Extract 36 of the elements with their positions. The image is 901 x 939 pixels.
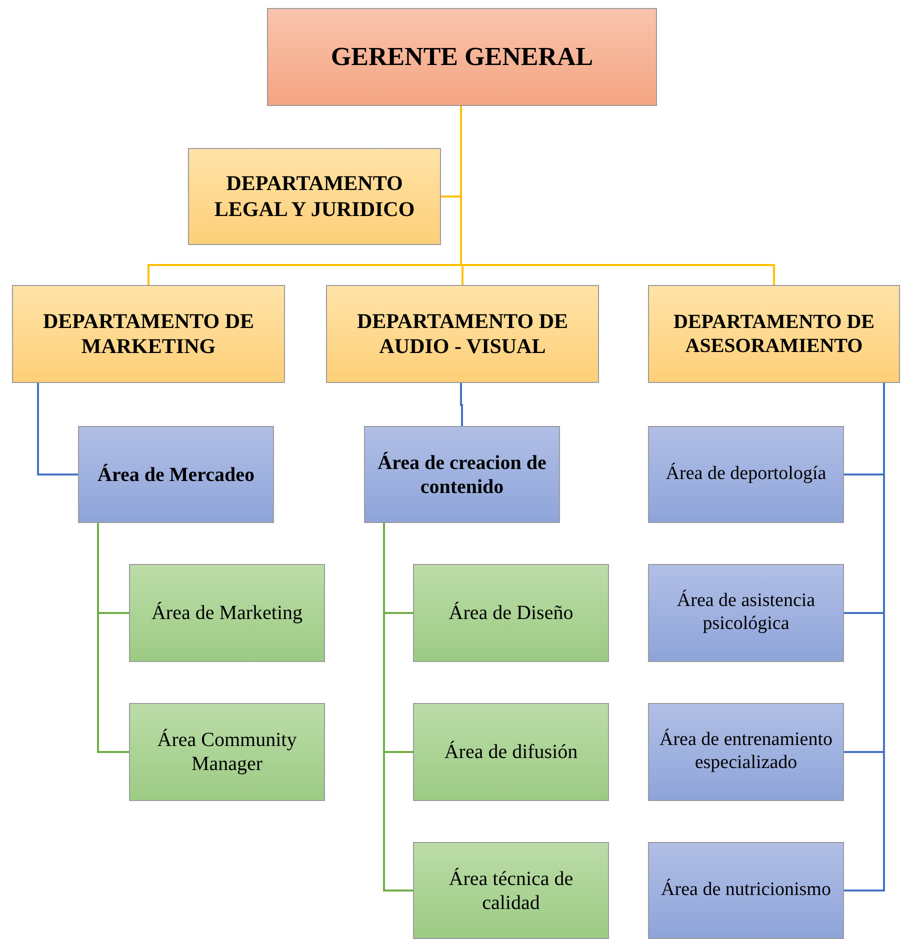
area-box bbox=[413, 564, 609, 662]
connector-line bbox=[97, 523, 129, 753]
node-label: Área Community Manager bbox=[156, 728, 298, 776]
department-box bbox=[364, 426, 560, 523]
department-box bbox=[326, 285, 599, 383]
node-label: DEPARTAMENTO DE MARKETING bbox=[42, 308, 256, 360]
node-label: DEPARTAMENTO DE AUDIO - VISUAL bbox=[356, 308, 570, 360]
area-box bbox=[129, 564, 325, 662]
node-label: Área de nutricionismo bbox=[661, 879, 831, 902]
node-label: Área de asistencia psicológica bbox=[676, 590, 816, 636]
node-label: Área de Mercadeo bbox=[98, 462, 254, 486]
connector-line bbox=[460, 383, 463, 426]
node-label: Área de difusión bbox=[444, 740, 578, 764]
node-label: Área de entrenamiento especializado bbox=[658, 729, 834, 775]
area-box bbox=[648, 564, 844, 662]
connector-line bbox=[383, 523, 413, 892]
node-label: Área de creacion de contenido bbox=[376, 450, 548, 498]
node-label: Área de Marketing bbox=[151, 601, 303, 625]
area-box bbox=[129, 703, 325, 801]
department-box bbox=[78, 426, 274, 523]
node-label: Área de deportología bbox=[666, 463, 826, 486]
node-label: DEPARTAMENTO DE ASESORAMIENTO bbox=[672, 310, 876, 358]
node-label: GERENTE GENERAL bbox=[330, 41, 594, 73]
area-box bbox=[648, 703, 844, 801]
area-box bbox=[413, 703, 609, 801]
connector-line bbox=[37, 383, 78, 476]
node-label: Área de Diseño bbox=[448, 601, 574, 625]
node-label: DEPARTAMENTO LEGAL Y JURIDICO bbox=[213, 171, 416, 222]
department-box bbox=[648, 285, 900, 383]
department-box bbox=[188, 148, 441, 245]
node-label: Área técnica de calidad bbox=[448, 866, 574, 914]
department-box bbox=[12, 285, 285, 383]
area-box bbox=[648, 426, 844, 523]
department-box bbox=[267, 8, 657, 106]
area-box bbox=[413, 842, 609, 939]
area-box bbox=[648, 842, 844, 939]
